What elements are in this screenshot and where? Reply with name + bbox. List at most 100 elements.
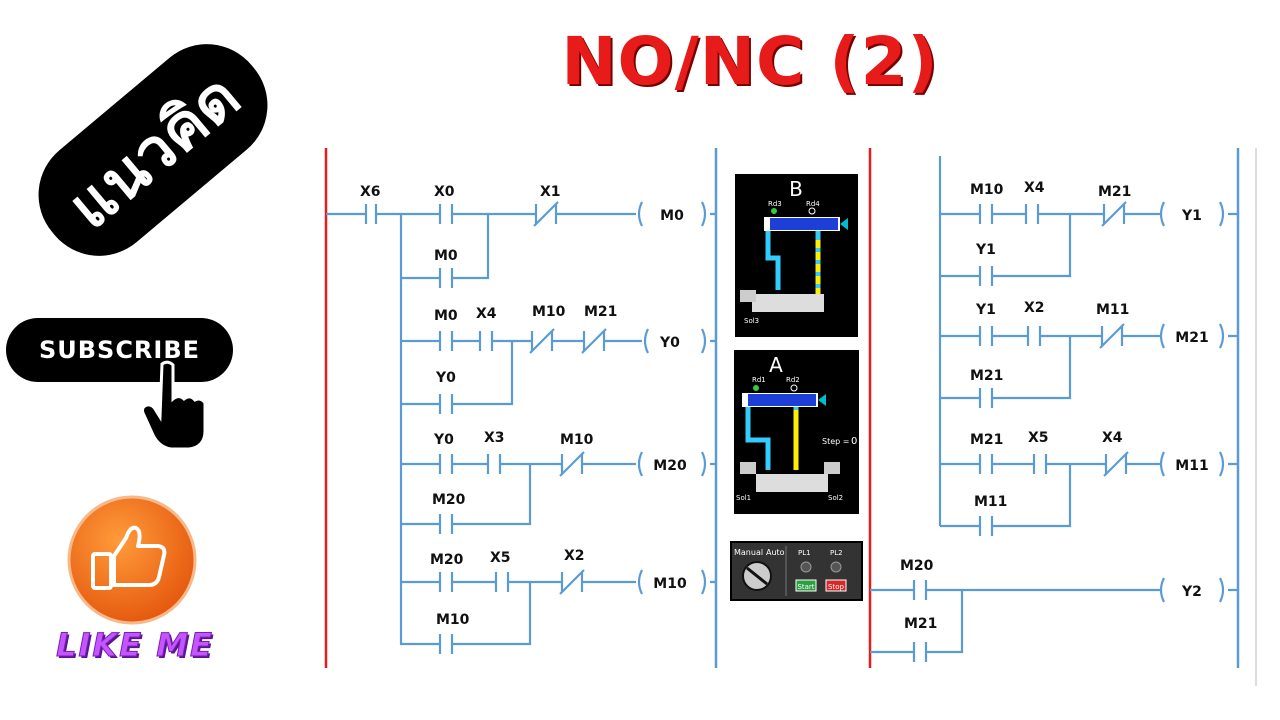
cylinder-sim-a: A Rd1 Rd2 Step = 0 Sol1 Sol2 xyxy=(734,350,859,514)
cylinder-piston xyxy=(748,394,816,406)
right-ladder: M10 X4 M21 Y1 Y1 Y1 X2 M11 M21 M21 M21 X… xyxy=(870,156,1238,662)
contact-label: X5 xyxy=(490,550,511,566)
lamp-label: PL2 xyxy=(830,549,843,557)
valve-body xyxy=(756,474,828,492)
like-thumbs-up-icon[interactable] xyxy=(66,494,198,626)
cylinder-sim-b: B Rd3 Rd4 Sol3 xyxy=(735,174,858,337)
coil-m0 xyxy=(637,201,707,227)
manual-label: Manual xyxy=(734,548,763,557)
contact-label: M21 xyxy=(1098,184,1131,200)
cylinder-piston xyxy=(770,218,838,230)
lamp-label: PL1 xyxy=(798,549,811,557)
contact-label: Y1 xyxy=(975,242,996,258)
auto-label: Auto xyxy=(766,548,785,557)
contact-label: X6 xyxy=(360,184,381,200)
contact-label: M21 xyxy=(584,304,617,320)
contact-m20 xyxy=(438,572,454,592)
valve-body xyxy=(752,294,824,312)
contact-label: M21 xyxy=(970,432,1003,448)
contact-m21-branch xyxy=(912,642,928,662)
contact-x2 xyxy=(1026,326,1042,346)
solenoid-label: Sol2 xyxy=(828,494,843,502)
coil-label: M11 xyxy=(1175,458,1208,474)
brand-badge[interactable]: แนวคิด xyxy=(8,5,298,295)
sensor-indicator xyxy=(771,208,777,214)
contact-m10-nc xyxy=(529,328,555,354)
contact-label: M10 xyxy=(560,432,594,448)
contact-x1-nc xyxy=(533,201,559,227)
contact-label: X2 xyxy=(564,548,585,564)
contact-m21-branch xyxy=(978,388,994,408)
start-button[interactable] xyxy=(795,579,817,592)
contact-m0-branch xyxy=(438,268,454,288)
contact-label: M11 xyxy=(974,494,1007,510)
contact-m10 xyxy=(978,204,994,224)
contact-y1 xyxy=(978,326,994,346)
contact-label: M0 xyxy=(434,248,458,264)
contact-label: X0 xyxy=(434,184,455,200)
contact-x0 xyxy=(438,204,454,224)
contact-x4 xyxy=(1024,204,1040,224)
contact-label: Y1 xyxy=(975,302,996,318)
coil-label: M20 xyxy=(653,458,687,474)
like-label: LIKE ME xyxy=(56,626,214,665)
solenoid xyxy=(740,462,756,474)
sensor-indicator xyxy=(808,207,816,215)
pilot-lamp xyxy=(800,561,812,573)
coil-label: Y0 xyxy=(659,335,680,351)
contact-m10-nc xyxy=(559,451,585,477)
control-panel: Manual Auto PL1 PL2 Start Stop xyxy=(730,541,863,601)
step-label: Step = xyxy=(822,437,849,446)
stop-button[interactable] xyxy=(825,579,847,592)
contact-m11-nc xyxy=(1099,323,1125,349)
contact-m11-branch xyxy=(978,516,994,536)
solenoid-label: Sol3 xyxy=(744,317,759,325)
contact-m10-branch xyxy=(438,634,454,654)
sensor-label: Rd2 xyxy=(786,376,800,384)
sensor-indicator xyxy=(753,385,759,391)
sim-a-title: A xyxy=(769,353,783,377)
stop-button-label: Stop xyxy=(828,583,844,591)
contact-m21 xyxy=(978,454,994,474)
pointing-hand-icon xyxy=(141,360,207,450)
contact-x4-nc xyxy=(1103,451,1129,477)
contact-label: M20 xyxy=(432,492,466,508)
contact-m21-nc xyxy=(1101,201,1127,227)
contact-label: X4 xyxy=(1102,430,1123,446)
contact-x4 xyxy=(478,331,494,351)
contact-x6 xyxy=(364,204,378,224)
coil-label: M10 xyxy=(653,576,687,592)
contact-label: X1 xyxy=(540,184,561,200)
contact-y1-branch xyxy=(978,266,994,286)
contact-label: X3 xyxy=(484,430,505,446)
solenoid-label: Sol1 xyxy=(736,494,751,502)
contact-x2-nc xyxy=(559,569,585,595)
contact-label: Y0 xyxy=(433,432,454,448)
sensor-label: Rd3 xyxy=(768,200,782,208)
left-ladder: X6 X0 X1 M0 M0 M0 X4 M10 M21 Y0 Y0 Y0 X3 xyxy=(326,184,716,654)
sim-b-title: B xyxy=(789,177,803,201)
contact-label: Y0 xyxy=(435,370,456,386)
contact-label: M20 xyxy=(900,558,934,574)
contact-label: X2 xyxy=(1024,300,1045,316)
contact-label: M20 xyxy=(430,552,464,568)
contact-y0 xyxy=(438,454,454,474)
coil-label: Y1 xyxy=(1181,208,1202,224)
contact-x5 xyxy=(494,572,510,592)
contact-m20 xyxy=(912,580,928,600)
contact-m0 xyxy=(438,331,454,351)
contact-x5 xyxy=(1032,454,1048,474)
subscribe-button[interactable]: SUBSCRIBE xyxy=(6,318,233,382)
contact-m21-nc xyxy=(581,328,607,354)
coil-label: Y2 xyxy=(1181,584,1202,600)
contact-label: M10 xyxy=(970,182,1004,198)
step-value: 0 xyxy=(851,436,857,447)
sensor-indicator xyxy=(790,384,798,392)
contact-m20-branch xyxy=(438,514,454,534)
contact-label: M10 xyxy=(532,304,566,320)
page-title: NO/NC (2) xyxy=(561,23,939,100)
contact-label: X4 xyxy=(476,306,497,322)
contact-label: M10 xyxy=(436,612,470,628)
solenoid xyxy=(824,462,840,474)
